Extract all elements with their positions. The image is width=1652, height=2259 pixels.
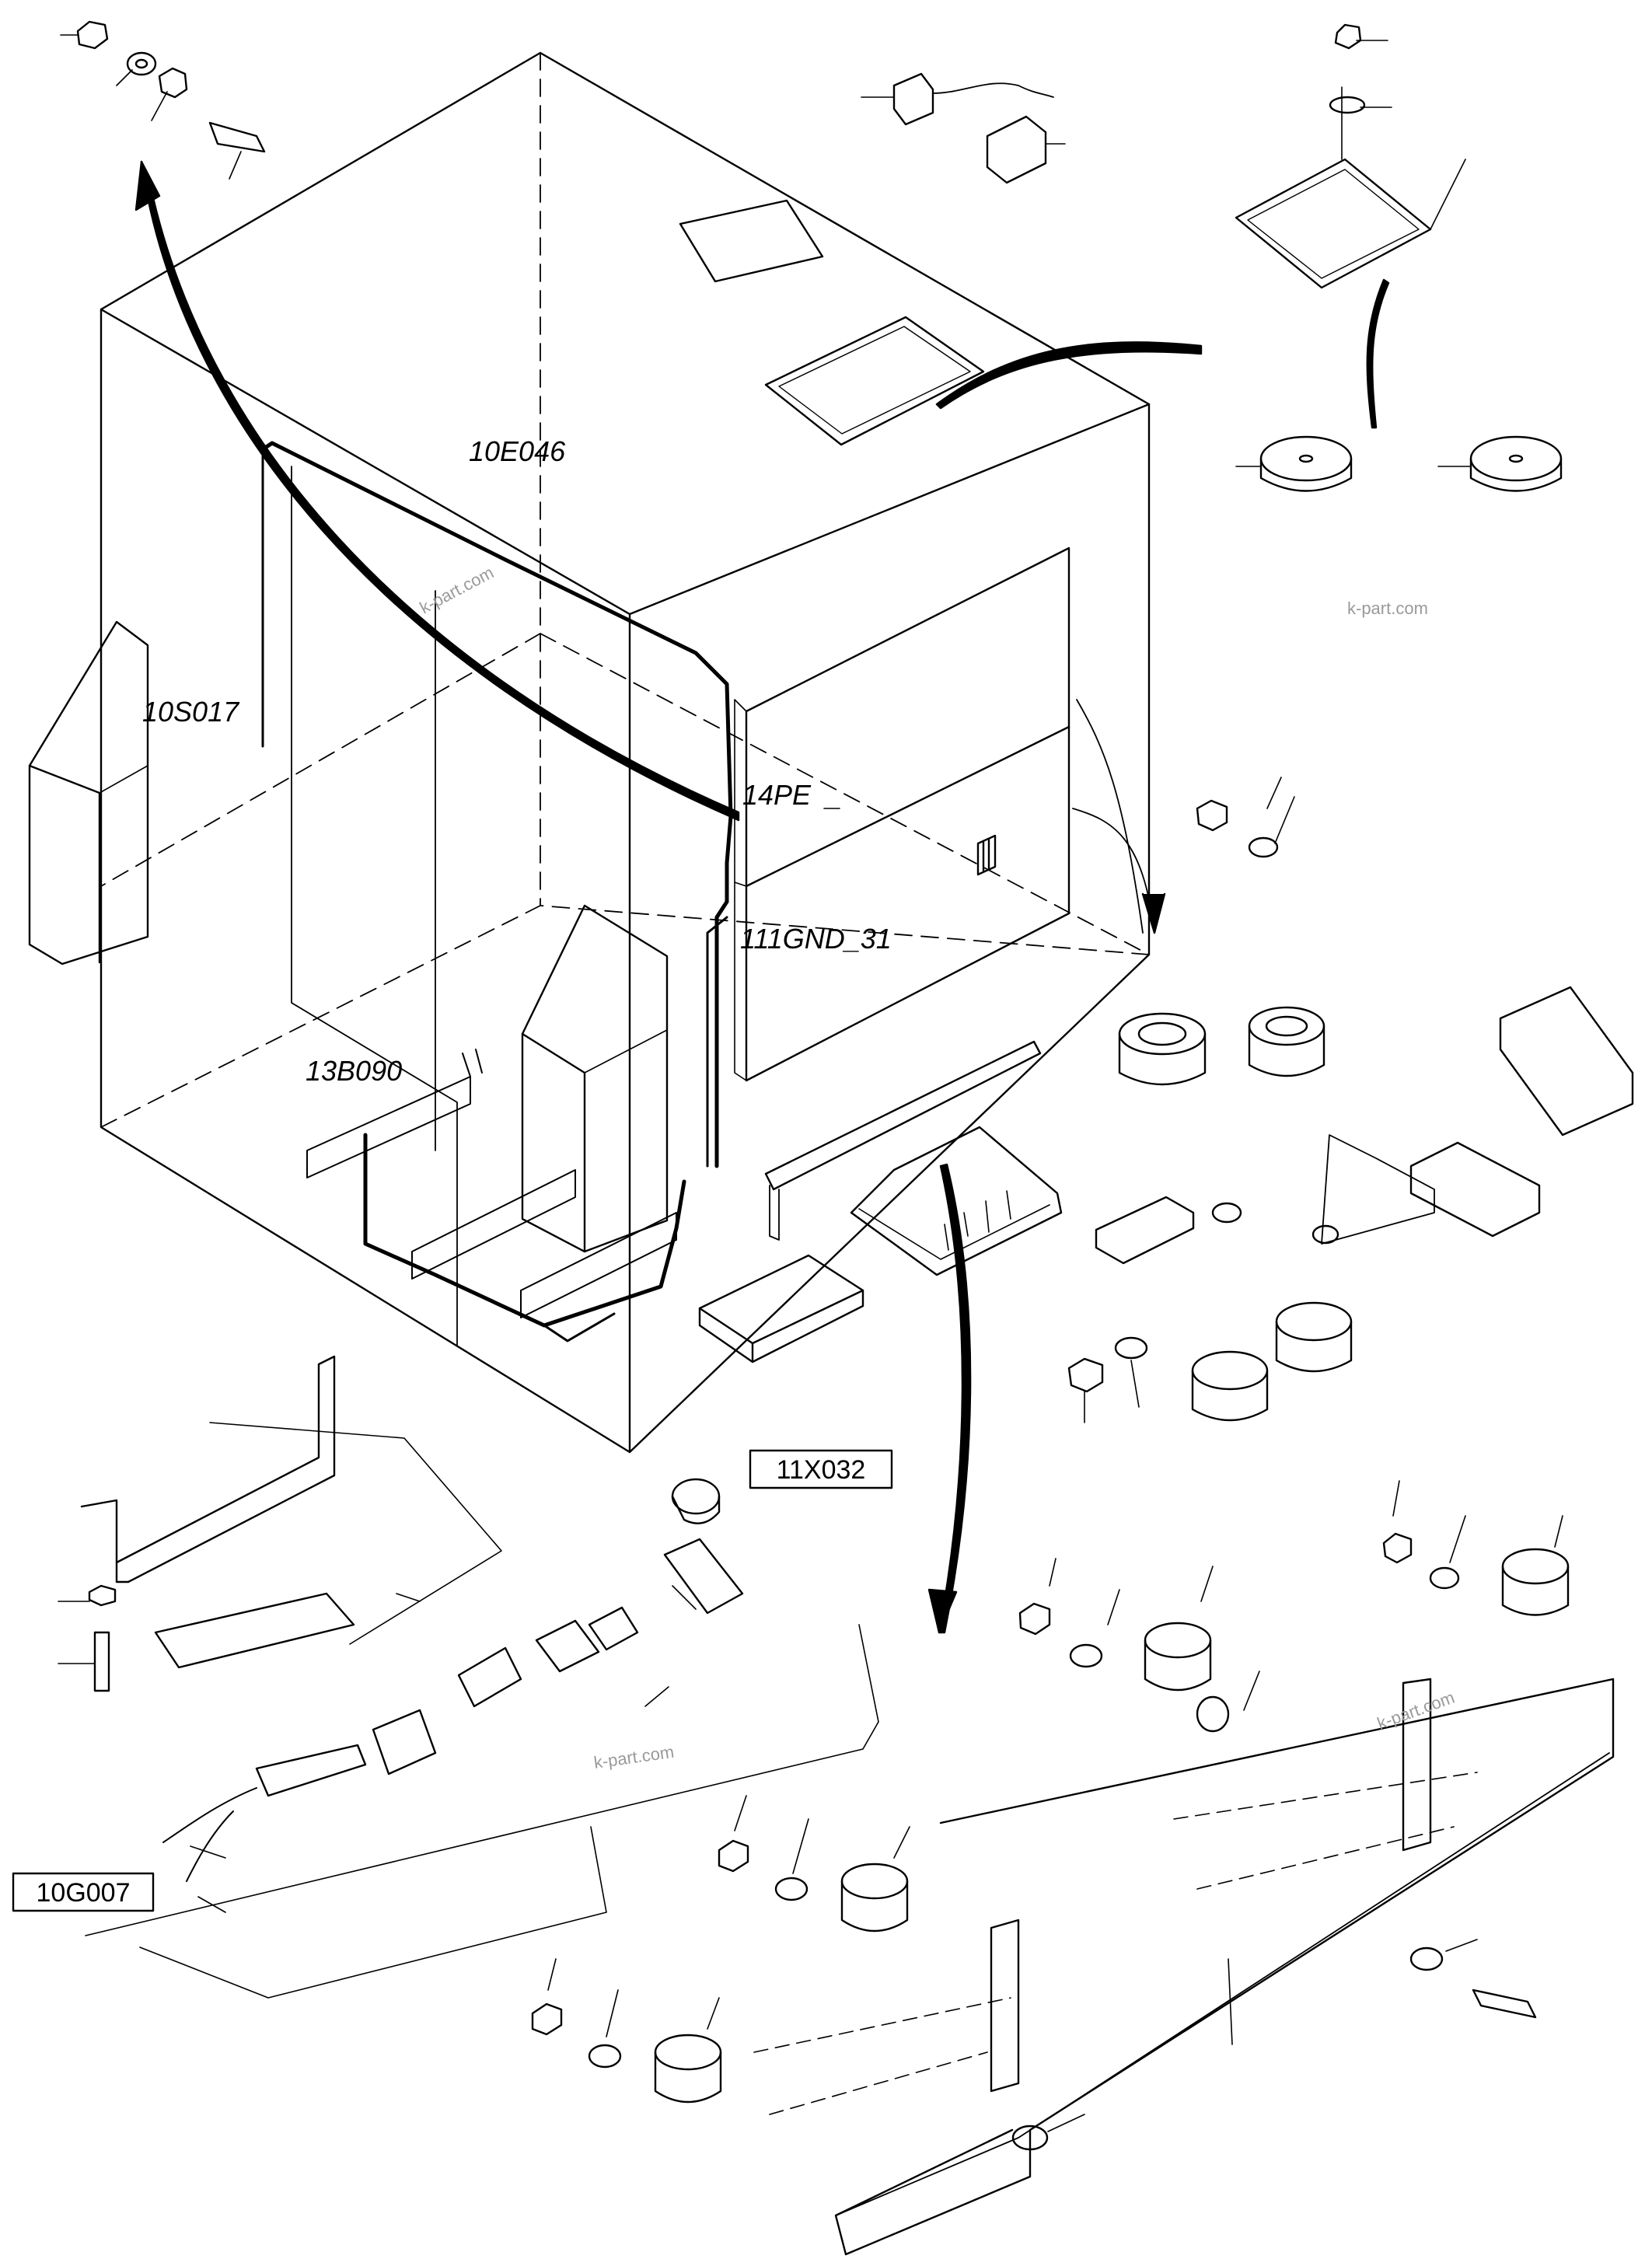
label-10e046: 10E046 <box>469 435 566 467</box>
bottom-cover <box>698 1254 864 1363</box>
side-housing <box>28 620 149 965</box>
label-111gnd-31: 111GND_31 <box>740 923 892 955</box>
clamp-set-right <box>1067 799 1634 1422</box>
boxed-label-10g007: 10G007 <box>12 1872 155 1912</box>
label-13b090: 13B090 <box>306 1055 402 1087</box>
relay-assembly <box>892 72 1054 184</box>
clamp-set-bottom <box>531 1532 1570 2151</box>
boxed-label-10g007-text: 10G007 <box>37 1878 131 1908</box>
grommet-plate <box>1235 23 1432 289</box>
mounting-rails <box>306 1049 677 1318</box>
connector-assembly <box>162 1478 744 1882</box>
boxed-label-11x032: 11X032 <box>749 1449 893 1489</box>
cabinet <box>100 51 1151 1454</box>
arrowhead-1 <box>1141 892 1166 934</box>
label-14pe: 14PE <box>742 779 812 811</box>
watermark-2: k-part.com <box>1347 599 1428 618</box>
electrical-panel <box>734 546 1070 1082</box>
bracket-parts-left <box>80 1355 355 1692</box>
watermark-4: k-part.com <box>1374 1688 1457 1734</box>
terminal-plate <box>764 1040 1063 1276</box>
top-fasteners <box>76 20 266 153</box>
leader-lines <box>58 34 1563 2132</box>
watermark-3: k-part.com <box>592 1742 675 1772</box>
labels: 10E046 10S017 14PE 111GND_31 13B090 <box>142 435 892 1087</box>
boxed-label-11x032-text: 11X032 <box>777 1455 866 1485</box>
grommets <box>1259 435 1563 492</box>
angle-bars <box>753 1678 1615 2256</box>
assembly-arrows <box>134 160 1390 1634</box>
cable-harness <box>260 441 733 1342</box>
center-duct <box>521 904 669 1253</box>
watermark-1: k-part.com <box>417 563 497 618</box>
label-10s017: 10S017 <box>142 696 240 728</box>
